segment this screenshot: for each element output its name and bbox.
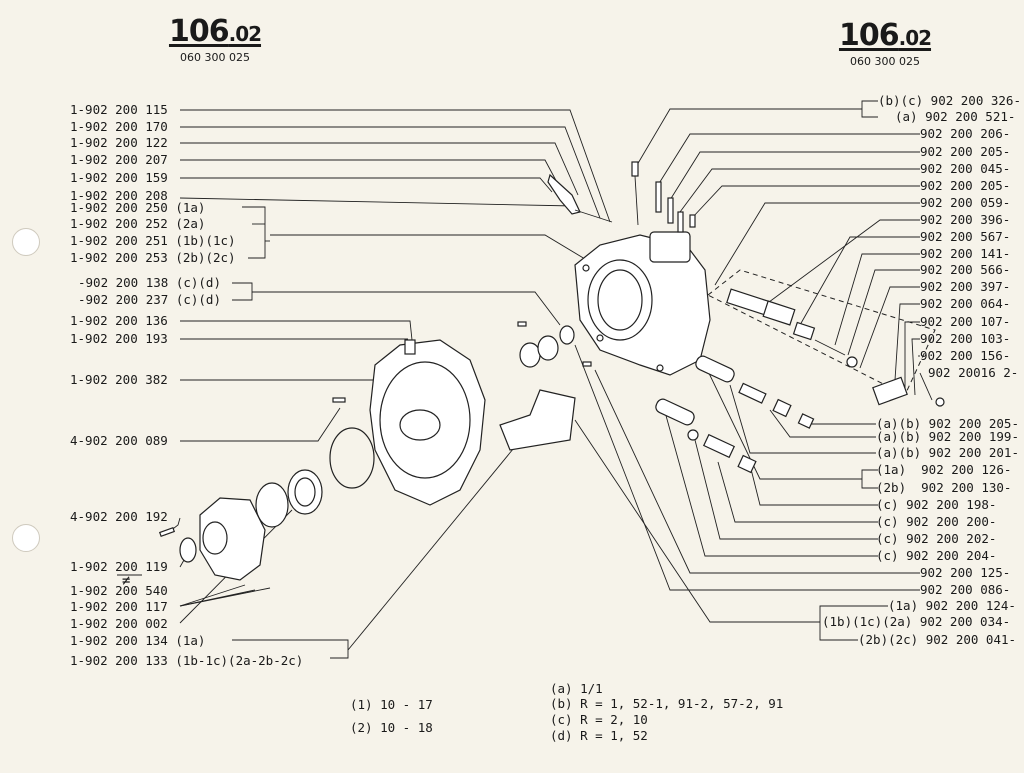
- part-label: 1-902 200 134 (1a): [70, 633, 206, 648]
- part-label: 1-902 200 382: [70, 372, 168, 387]
- part-label: (c) 902 200 202-: [876, 531, 997, 546]
- part-label: (c) 902 200 200-: [876, 514, 997, 529]
- part-label: -902 200 237 (c)(d): [78, 292, 221, 307]
- part-label: 1-902 200 208: [70, 188, 168, 203]
- part-label: 902 200 125-: [920, 565, 1011, 580]
- part-label: 902 200 397-: [920, 279, 1011, 294]
- part-label: 902 200 107-: [920, 314, 1011, 329]
- part-label: 902 200 205-: [920, 178, 1011, 193]
- part-label: 1-902 200 115: [70, 102, 168, 117]
- cover-plate: [369, 339, 486, 506]
- part-label: (a)(b) 902 200 201-: [876, 445, 1019, 460]
- not-equal-sign: ≠: [122, 573, 131, 589]
- part-label: 1-902 200 251 (1b)(1c): [70, 233, 236, 248]
- part-label: 902 200 064-: [920, 296, 1011, 311]
- page-number-main: 106: [838, 18, 900, 53]
- punch-hole-top: [12, 228, 40, 256]
- part-label: (1a) 902 200 126-: [876, 462, 1012, 477]
- part-label: 1-902 200 117: [70, 599, 168, 614]
- part-label: 902 200 045-: [920, 161, 1011, 176]
- part-label: 4-902 200 192: [70, 509, 168, 524]
- part-label: 1-902 200 207: [70, 152, 168, 167]
- part-label: 1-902 200 540: [70, 583, 168, 598]
- seal-ring: [179, 537, 197, 563]
- bushing: [519, 342, 541, 368]
- page-number-sub: .02: [898, 26, 932, 50]
- part-label: (1a) 902 200 124-: [888, 598, 1016, 613]
- part-label: 902 20016 2-: [928, 365, 1019, 380]
- part-label: (2b)(2c) 902 200 041-: [858, 632, 1017, 647]
- part-label: 902 200 566-: [920, 262, 1011, 277]
- bearing-ring: [255, 482, 289, 528]
- part-label: -902 200 138 (c)(d): [78, 275, 221, 290]
- seal: [559, 325, 575, 345]
- note-c: (c) R = 2, 10: [550, 712, 648, 727]
- shield-plate: [499, 389, 576, 451]
- part-label: 902 200 567-: [920, 229, 1011, 244]
- part-label: 1-902 200 159: [70, 170, 168, 185]
- part-label: 902 200 059-: [920, 195, 1011, 210]
- part-label: 902 200 206-: [920, 126, 1011, 141]
- part-label: 902 200 141-: [920, 246, 1011, 261]
- screw: [158, 526, 176, 538]
- note-d: (d) R = 1, 52: [550, 728, 648, 743]
- part-label: 1-902 200 136: [70, 313, 168, 328]
- part-label: (c) 902 200 198-: [876, 497, 997, 512]
- gearbox-housing: [574, 231, 711, 376]
- pin: [582, 361, 592, 367]
- page-number-left: 106.02 060 300 025: [165, 14, 265, 64]
- page-code: 060 300 025: [180, 51, 250, 64]
- part-label: (c) 902 200 204-: [876, 548, 997, 563]
- note-b: (b) R = 1, 52-1, 91-2, 57-2, 91: [550, 696, 784, 711]
- part-label: 1-902 200 133 (1b-1c)(2a-2b-2c): [70, 653, 304, 668]
- part-label: (b)(c) 902 200 326-: [878, 93, 1021, 108]
- part-label: 902 200 396-: [920, 212, 1011, 227]
- part-label: (a) 902 200 521-: [895, 109, 1016, 124]
- part-label: 4-902 200 089: [70, 433, 168, 448]
- gear-ring: [287, 469, 323, 515]
- punch-hole-bottom: [12, 524, 40, 552]
- valve-assembly: [707, 269, 945, 407]
- part-label: 902 200 103-: [920, 331, 1011, 346]
- part-label: 902 200 205-: [920, 144, 1011, 159]
- part-label: 1-902 200 122: [70, 135, 168, 150]
- page-number-sub: .02: [228, 22, 262, 46]
- o-ring: [329, 427, 375, 489]
- part-label: (2b) 902 200 130-: [876, 480, 1012, 495]
- note-a: (a) 1/1: [550, 681, 603, 696]
- leader-lines-left: [164, 109, 611, 659]
- top-bolts: [547, 161, 696, 233]
- page-code: 060 300 025: [850, 55, 920, 68]
- pump-body: [199, 497, 266, 581]
- part-label: (a)(b) 902 200 205-: [876, 416, 1019, 431]
- part-label: 1-902 200 119: [70, 559, 168, 574]
- note-1: (1) 10 - 17: [350, 697, 433, 712]
- part-label: 1-902 200 253 (2b)(2c): [70, 250, 236, 265]
- part-label: 902 200 086-: [920, 582, 1011, 597]
- bushing: [537, 335, 559, 361]
- leader-lines-right: [574, 100, 933, 641]
- part-label: (a)(b) 902 200 199-: [876, 429, 1019, 444]
- part-label: 1-902 200 250 (1a): [70, 200, 206, 215]
- page-number-main: 106: [168, 14, 230, 49]
- part-label: (1b)(1c)(2a) 902 200 034-: [822, 614, 1011, 629]
- part-label: 1-902 200 252 (2a): [70, 216, 206, 231]
- screw: [332, 397, 346, 403]
- part-label: 902 200 156-: [920, 348, 1011, 363]
- part-label: 1-902 200 193: [70, 331, 168, 346]
- note-2: (2) 10 - 18: [350, 720, 433, 735]
- part-label: 1-902 200 170: [70, 119, 168, 134]
- part-label: 1-902 200 002: [70, 616, 168, 631]
- pin: [517, 321, 527, 327]
- lower-right-parts: [655, 355, 815, 474]
- page-number-right: 106.02 060 300 025: [835, 18, 935, 68]
